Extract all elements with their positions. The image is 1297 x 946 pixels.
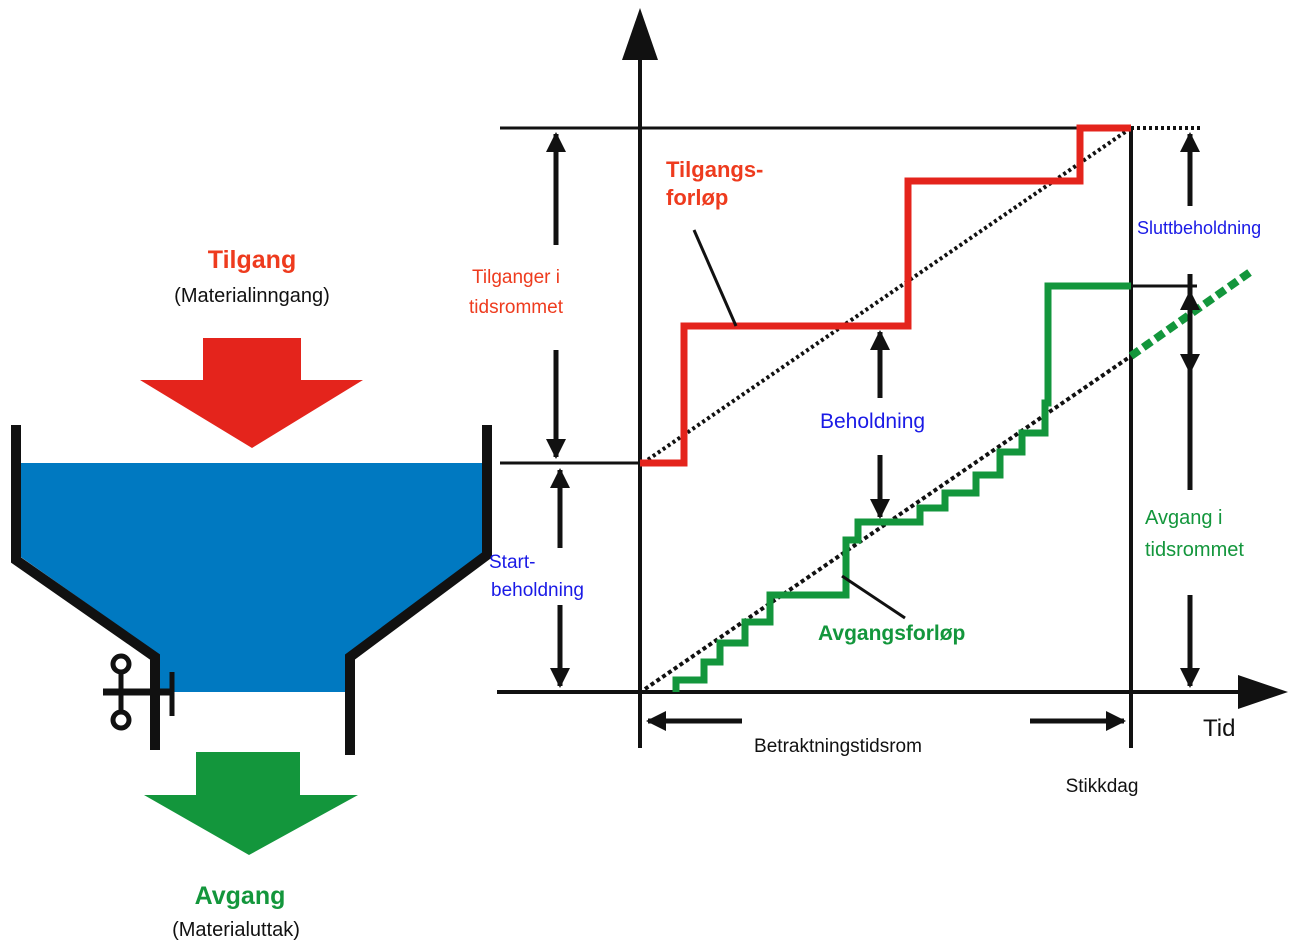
outflow-subtitle: (Materialuttak) — [172, 919, 300, 941]
outflow-curve-leader — [841, 574, 906, 620]
outflow-title: Avgang — [195, 882, 286, 910]
inflow-curve-label-2: forløp — [666, 185, 728, 210]
start-stock-label-2: beholdning — [491, 580, 584, 601]
inflow-period-label-2: tidsrommet — [469, 297, 564, 318]
tank-liquid — [18, 463, 487, 692]
tank — [11, 425, 492, 755]
stock-label: Beholdning — [820, 410, 925, 433]
inflow-curve-leader — [692, 229, 738, 327]
period-label: Betraktningstidsrom — [754, 736, 922, 757]
tank-right-wall — [345, 425, 492, 755]
inflow-arrow — [140, 338, 363, 448]
y-axis-arrowhead — [622, 8, 658, 60]
valve-icon — [103, 653, 175, 731]
outflow-arrow — [144, 752, 358, 855]
outflow-trend-extension — [1128, 266, 1256, 360]
end-stock-label: Sluttbeholdning — [1137, 218, 1261, 238]
inflow-title: Tilgang — [208, 246, 296, 274]
start-stock-label-1: Start- — [489, 552, 535, 573]
time-axis-label: Tid — [1203, 715, 1235, 742]
tank-left-wall — [11, 425, 160, 750]
inflow-period-label-1: Tilganger i — [472, 267, 560, 288]
outflow-curve-label: Avgangsforløp — [818, 622, 965, 645]
outflow-period-label-1: Avgang i — [1145, 507, 1222, 529]
inflow-step-curve — [640, 124, 1131, 467]
reference-date-label: Stikkdag — [1066, 776, 1139, 797]
outflow-period-label-2: tidsrommet — [1145, 539, 1244, 561]
x-axis-arrowhead — [1238, 675, 1288, 709]
inflow-curve-label-1: Tilgangs- — [666, 157, 763, 182]
inflow-subtitle: (Materialinngang) — [174, 285, 330, 307]
outflow-step-curve — [672, 282, 1131, 692]
